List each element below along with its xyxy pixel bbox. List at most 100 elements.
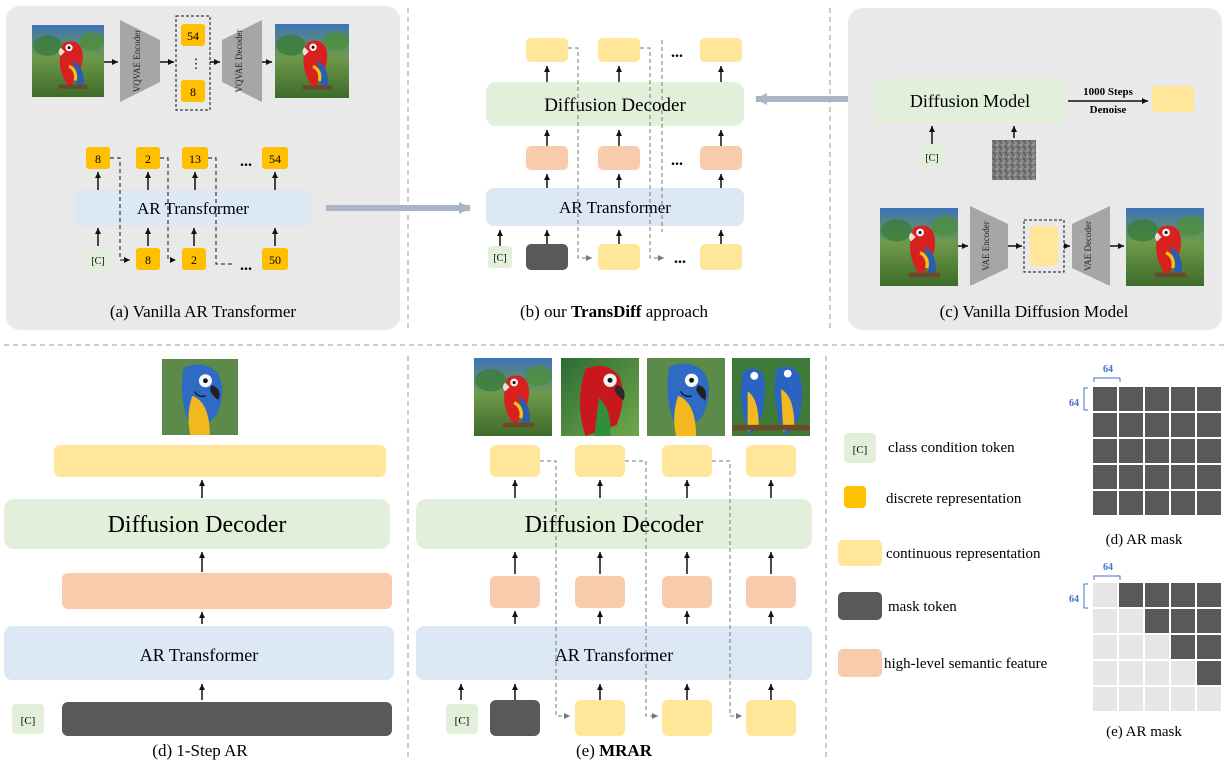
continuous-output xyxy=(526,38,568,62)
continuous-output xyxy=(598,38,640,62)
continuous-input xyxy=(700,244,742,270)
steps-label: 1000 Steps xyxy=(1083,86,1134,98)
generated-image xyxy=(732,358,810,436)
semantic-feature xyxy=(490,576,540,608)
mask-cell-masked xyxy=(1195,633,1223,661)
denoise-label: Denoise xyxy=(1090,104,1127,116)
mask-cell-masked xyxy=(1169,489,1197,517)
semantic-feature xyxy=(746,576,796,608)
input-image xyxy=(880,208,958,286)
ar-transformer-label: AR Transformer xyxy=(137,199,249,218)
generated-image xyxy=(162,359,238,435)
ar-transformer-block xyxy=(416,626,812,680)
mask-cell-masked xyxy=(1091,463,1119,491)
continuous-input xyxy=(575,700,625,736)
panel-a-caption: (a) Vanilla AR Transformer xyxy=(110,302,297,321)
noise-image xyxy=(992,140,1036,180)
ar-output-token xyxy=(262,147,288,169)
diffusion-decoder-label: Diffusion Decoder xyxy=(525,512,704,538)
panel-c-caption: (c) Vanilla Diffusion Model xyxy=(940,302,1129,321)
mid-ellipsis: ... xyxy=(671,152,683,169)
panel-c-vanilla-diffusion: Diffusion Model 1000 Steps Denoise [C] V… xyxy=(848,8,1222,330)
panel-e-caption: (e) MRAR xyxy=(576,741,653,760)
ar-input-token xyxy=(136,248,160,270)
mask-cell-masked xyxy=(1195,581,1223,609)
bottom-ellipsis: ... xyxy=(674,250,686,267)
panel-e-mrar: Diffusion Decoder AR Transformer [C] (e)… xyxy=(416,358,812,760)
mask-cell-masked xyxy=(1169,463,1197,491)
continuous-output xyxy=(700,38,742,62)
ar-output-token xyxy=(86,147,110,169)
panel-a-vanilla-ar: VQVAE Encoder 54 ⋮ 8 VQVAE Decoder 8 2 1… xyxy=(6,6,400,330)
diffusion-model-label: Diffusion Model xyxy=(910,91,1030,111)
panel-b-caption: (b) our TransDiff approach xyxy=(520,302,709,321)
legend-label: continuous representation xyxy=(886,546,1041,562)
legend-swatch-mask xyxy=(838,592,882,620)
output-image xyxy=(1126,208,1204,286)
mask-dim-label-left: 64 xyxy=(1069,594,1079,605)
class-token xyxy=(12,704,44,734)
mask-cell-visible xyxy=(1169,685,1197,713)
mask-cell-masked xyxy=(1143,489,1171,517)
mask-cell-masked xyxy=(1091,411,1119,439)
ar-input-ellipsis: ... xyxy=(240,257,252,274)
mask-cell-masked xyxy=(1143,411,1171,439)
continuous-output xyxy=(746,445,796,477)
continuous-input xyxy=(746,700,796,736)
legend-swatch-discrete xyxy=(844,486,866,508)
ar-output-ellipsis: ... xyxy=(240,153,252,170)
mask-cell-masked xyxy=(1117,411,1145,439)
mask-cell-visible xyxy=(1117,633,1145,661)
ar-output-token-label: 13 xyxy=(189,152,201,166)
generated-image xyxy=(561,358,639,436)
mask-cell-masked xyxy=(1117,437,1145,465)
ar-input-token-label: 2 xyxy=(191,253,197,267)
mask-cell-visible xyxy=(1117,659,1145,687)
class-token-label: [C] xyxy=(455,715,470,727)
class-token xyxy=(86,250,110,270)
mask-cell-masked xyxy=(1169,581,1197,609)
mask-cell-visible xyxy=(1117,607,1145,635)
class-token-label: [C] xyxy=(21,715,36,727)
ar-output-token-label: 54 xyxy=(269,152,281,166)
mask-cell-visible xyxy=(1091,685,1119,713)
mask-cell-masked xyxy=(1195,607,1223,635)
class-token xyxy=(488,246,512,268)
mask-cell-masked xyxy=(1169,607,1197,635)
diffusion-decoder-block xyxy=(416,499,812,549)
ar-input-token xyxy=(262,248,288,270)
semantic-feature xyxy=(575,576,625,608)
ar-input-token xyxy=(182,248,206,270)
diffusion-model-block xyxy=(874,78,1066,124)
ar-output-token xyxy=(136,147,160,169)
legend-swatch-cond-label: [C] xyxy=(853,444,868,456)
legend-label: discrete representation xyxy=(886,491,1022,507)
vqvae-encoder-label: VQVAE Encoder xyxy=(132,30,142,93)
diffusion-decoder-label: Diffusion Decoder xyxy=(108,512,287,538)
mask-dim-label-top: 64 xyxy=(1103,562,1113,573)
top-ellipsis: ... xyxy=(671,44,683,61)
semantic-feature xyxy=(526,146,568,170)
code-token-bottom xyxy=(181,80,205,102)
legend-label: class condition token xyxy=(888,440,1015,456)
mask-cell-visible xyxy=(1169,659,1197,687)
class-token xyxy=(920,146,944,168)
mask-cell-visible xyxy=(1091,659,1119,687)
continuous-output xyxy=(54,445,386,477)
mask-token xyxy=(62,702,392,736)
mask-cell-visible xyxy=(1143,633,1171,661)
mask-cell-masked xyxy=(1169,411,1197,439)
input-image xyxy=(32,24,104,98)
mask-cell-masked xyxy=(1143,385,1171,413)
ar-transformer-block xyxy=(74,190,312,226)
ar-transformer-label: AR Transformer xyxy=(559,198,671,217)
mask-cell-masked xyxy=(1169,633,1197,661)
vae-encoder-label: VAE Encoder xyxy=(981,221,991,271)
mask-cell-visible xyxy=(1091,607,1119,635)
code-ellipsis: ⋮ xyxy=(190,56,203,71)
mask-cell-masked xyxy=(1195,385,1223,413)
latent-token xyxy=(1030,226,1058,266)
class-token-label: [C] xyxy=(493,253,506,264)
mask-cell-masked xyxy=(1117,385,1145,413)
